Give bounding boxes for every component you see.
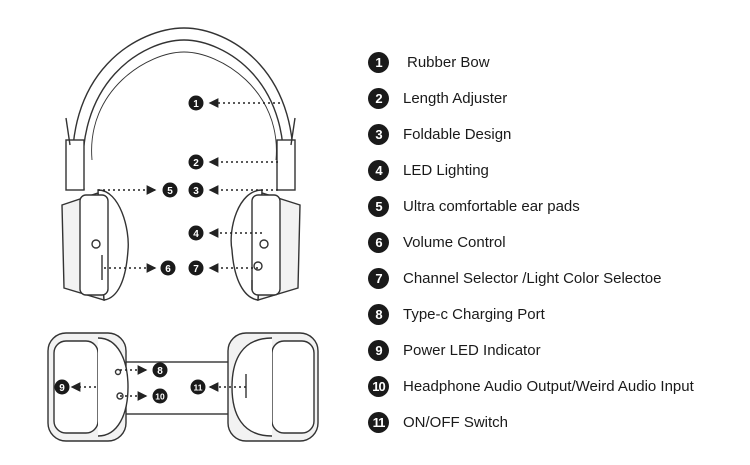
length-adjuster-right: [276, 139, 296, 191]
folded-right-cup: [227, 332, 319, 442]
svg-text:9: 9: [59, 383, 65, 394]
marker-4: 4: [188, 225, 204, 241]
component-legend: 1 Rubber Bow 2 Length Adjuster 3 Foldable D…: [368, 44, 748, 440]
headphone-folded-view: [47, 332, 319, 442]
number-badge: 11: [368, 411, 389, 433]
headphone-front-view: [61, 27, 301, 301]
legend-item: 1 Rubber Bow: [368, 44, 748, 80]
svg-text:4: 4: [193, 229, 199, 240]
svg-text:8: 8: [157, 366, 163, 377]
svg-text:11: 11: [194, 383, 203, 393]
svg-text:7: 7: [193, 264, 199, 275]
legend-label: Ultra comfortable ear pads: [403, 197, 580, 215]
svg-text:5: 5: [167, 186, 173, 197]
legend-label: LED Lighting: [403, 161, 489, 179]
legend-label: Length Adjuster: [403, 89, 508, 107]
legend-item: 8 Type-c Charging Port: [368, 296, 748, 332]
number-badge: 6: [368, 231, 389, 253]
legend-label: Volume Control: [403, 233, 506, 251]
number-badge: 7: [368, 267, 389, 289]
legend-item: 5 Ultra comfortable ear pads: [368, 188, 748, 224]
number-badge: 8: [368, 303, 389, 325]
diagram-markers: 1 2 3 4 5 6 7 8 9 10 11: [54, 95, 206, 404]
folded-band: [119, 361, 243, 415]
number-badge: 2: [368, 87, 389, 109]
headband: [71, 27, 295, 191]
left-earcup: [61, 189, 129, 301]
marker-8: 8: [152, 362, 168, 378]
legend-item: 10 Headphone Audio Output/Weird Audio Inp…: [368, 368, 748, 404]
right-earcup: [230, 189, 301, 301]
legend-label: Power LED Indicator: [403, 341, 541, 359]
number-badge: 3: [368, 123, 389, 145]
marker-3: 3: [188, 182, 204, 198]
marker-11: 11: [190, 379, 206, 395]
legend-item: 4 LED Lighting: [368, 152, 748, 188]
marker-6: 6: [160, 260, 176, 276]
legend-label: Channel Selector /Light Color Selectoe: [403, 269, 662, 287]
marker-5: 5: [162, 182, 178, 198]
legend-label: Rubber Bow: [407, 53, 490, 71]
legend-item: 3 Foldable Design: [368, 116, 748, 152]
legend-item: 2 Length Adjuster: [368, 80, 748, 116]
svg-text:1: 1: [193, 99, 199, 110]
callout-lines-front: [98, 98, 280, 273]
legend-item: 9 Power LED Indicator: [368, 332, 748, 368]
marker-10: 10: [152, 388, 168, 404]
legend-item: 7 Channel Selector /Light Color Selectoe: [368, 260, 748, 296]
legend-item: 11 ON/OFF Switch: [368, 404, 748, 440]
marker-2: 2: [188, 154, 204, 170]
marker-7: 7: [188, 260, 204, 276]
legend-label: ON/OFF Switch: [403, 413, 509, 431]
number-badge: 4: [368, 159, 389, 181]
legend-item: 6 Volume Control: [368, 224, 748, 260]
length-adjuster-left: [65, 139, 85, 191]
callout-lines-folded: [70, 365, 246, 401]
marker-1: 1: [188, 95, 204, 111]
legend-label: Foldable Design: [403, 125, 512, 143]
svg-text:6: 6: [165, 264, 171, 275]
number-badge: 9: [368, 339, 389, 361]
marker-9: 9: [54, 379, 70, 395]
legend-label: Type-c Charging Port: [403, 305, 545, 323]
svg-text:3: 3: [193, 186, 199, 197]
legend-label: Headphone Audio Output/Weird Audio Input: [403, 377, 694, 395]
number-badge: 10: [368, 375, 389, 397]
svg-text:10: 10: [155, 392, 165, 402]
number-badge: 5: [368, 195, 389, 217]
number-badge: 1: [368, 51, 389, 73]
folded-left-cup: [47, 332, 129, 442]
svg-text:2: 2: [193, 158, 199, 169]
